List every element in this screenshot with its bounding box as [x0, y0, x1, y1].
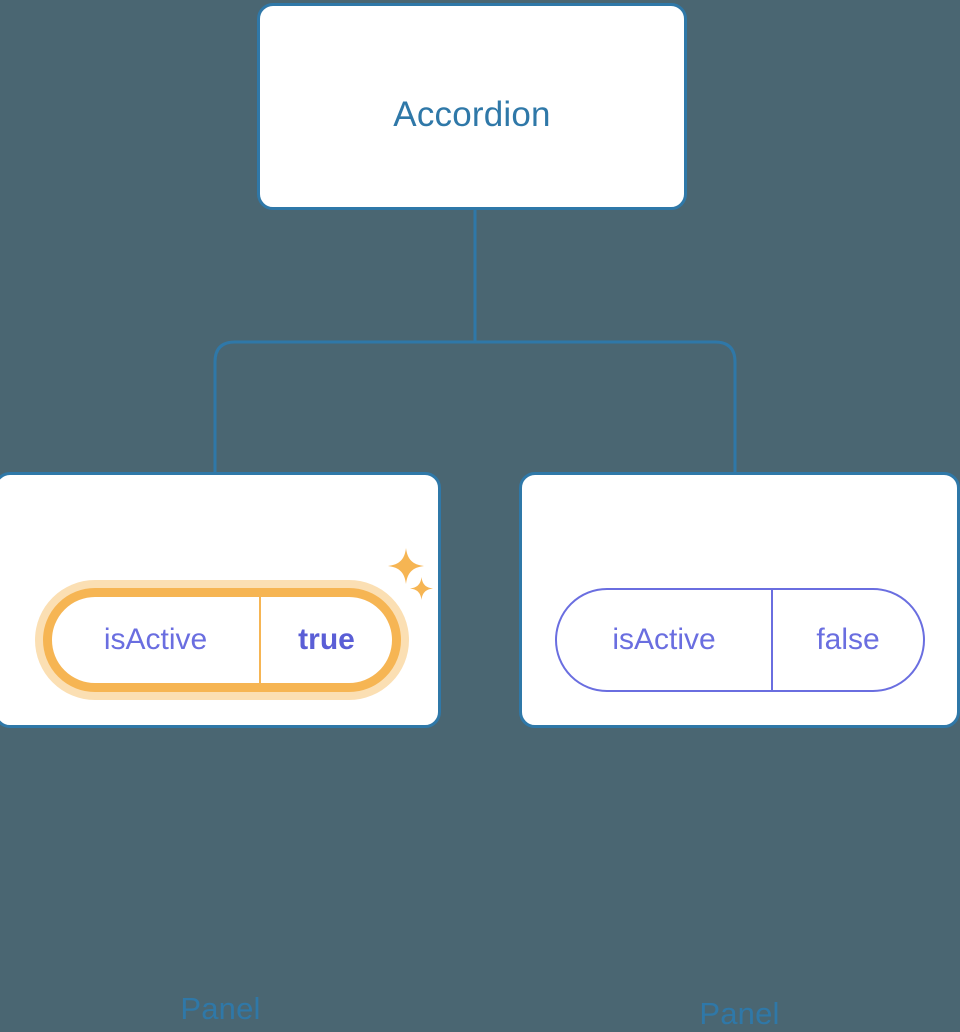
node-panel-right-title: Panel: [699, 996, 780, 1031]
prop-key: isActive: [612, 623, 716, 656]
node-accordion[interactable]: Accordion: [257, 3, 687, 210]
node-accordion-title: Accordion: [393, 95, 551, 134]
prop-value: true: [259, 597, 392, 683]
prop-pill-isactive-false[interactable]: isActive false: [555, 588, 925, 692]
diagram-canvas: Accordion Panel isActive true Panel isAc…: [0, 3, 960, 1031]
prop-key: isActive: [103, 623, 208, 656]
node-panel-left-title: Panel: [180, 991, 261, 1026]
prop-pill-isactive-true[interactable]: isActive true: [43, 588, 401, 692]
prop-value: false: [771, 590, 923, 690]
edge-to-panel-left: [213, 340, 475, 472]
edge-to-panel-right: [475, 340, 737, 472]
